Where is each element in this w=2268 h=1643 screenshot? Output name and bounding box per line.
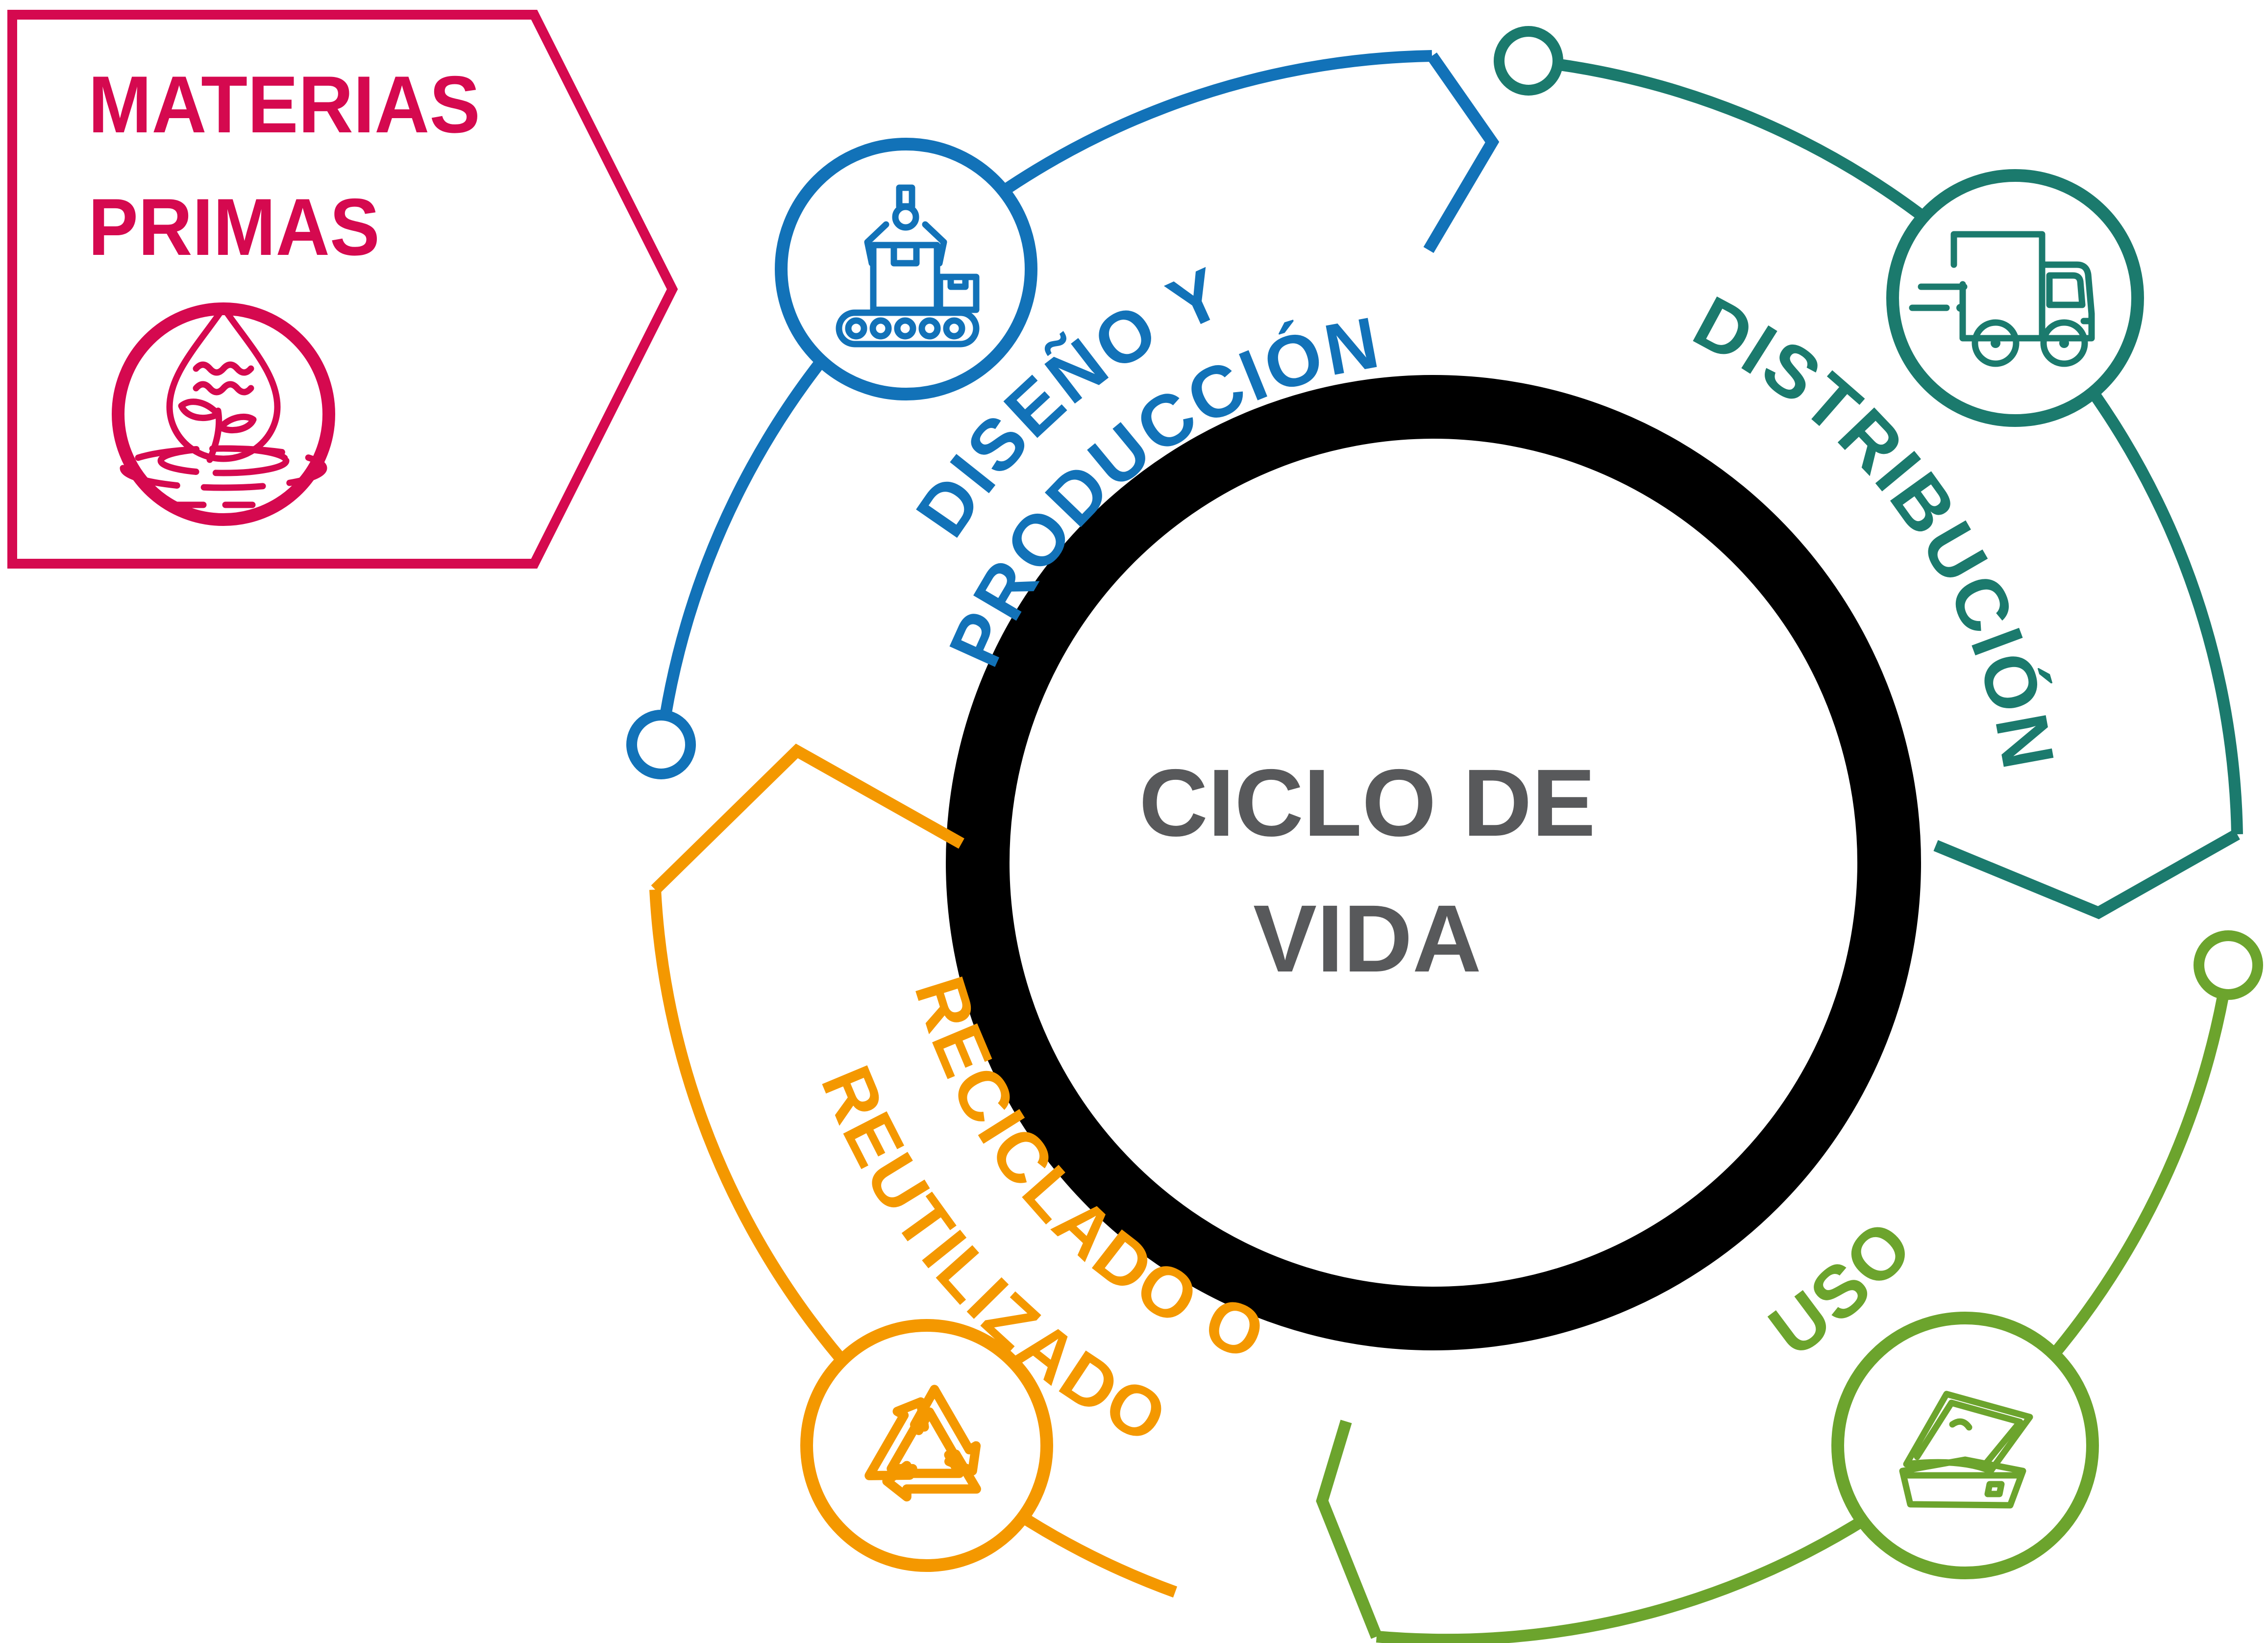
center-title-line1: CICLO DE [1139,749,1596,856]
center-title-line2: VIDA [1253,885,1481,992]
diseno-arrow-chevron [1423,52,1500,253]
diseno-start-node [626,710,696,779]
delivery-truck-icon [1886,169,2144,427]
materias-primas-arrow-box [7,10,678,569]
materias-primas-label-line1: MATERIAS [88,59,480,149]
uso-arrow-chevron [1316,1419,1382,1639]
water-drop-plant-icon [112,302,335,526]
materias-primas-label-line2: PRIMAS [88,182,380,272]
factory-conveyor-icon [775,138,1037,400]
reciclado-arrow-chevron [651,744,964,894]
ciclo-de-vida-ring [946,375,1921,1350]
center-circle-group: CICLO DE VIDA [946,375,1921,1350]
stage-materias-primas: MATERIAS PRIMAS [7,10,678,569]
distribucion-start-node [1494,26,1563,96]
reciclado-arc [649,889,1178,1598]
recycle-arrows-icon [800,1319,1053,1572]
uso-start-node [2194,930,2263,1000]
distribucion-arrow-chevron [1933,829,2240,920]
food-container-icon [1831,1312,2099,1579]
